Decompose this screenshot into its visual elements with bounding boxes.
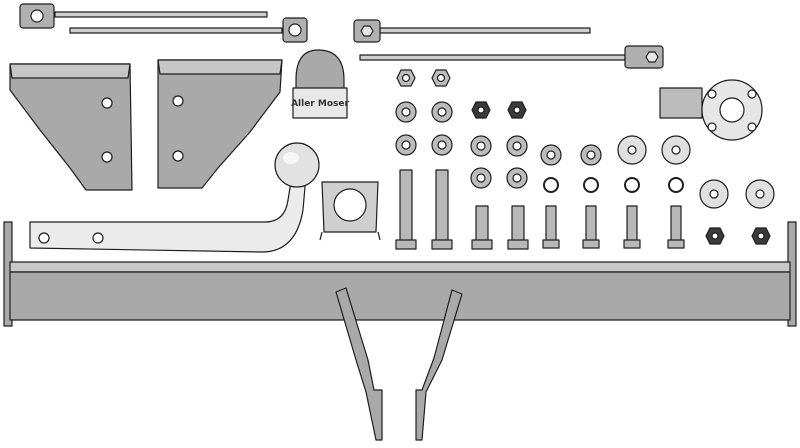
cross-beam [3, 221, 797, 327]
washer [395, 101, 775, 209]
tie-rod-1 [19, 3, 268, 29]
ball-cover: Aller Moser [291, 49, 349, 119]
hex-nut [471, 101, 491, 119]
u-clamp [319, 181, 381, 241]
tie-rod-2 [69, 17, 308, 43]
hex-nut [431, 69, 451, 87]
tie-rod-3 [353, 19, 591, 43]
ball-cover-label: Aller Moser [291, 99, 349, 109]
hex-nut [751, 227, 771, 245]
hex-nut [705, 227, 725, 245]
bolt [395, 169, 685, 250]
hex-nut [507, 101, 527, 119]
wiring-socket-plate [659, 79, 763, 141]
support-arm-right [415, 289, 463, 441]
tow-ball-neck [29, 142, 320, 253]
spring-washer [543, 177, 684, 193]
support-arm-left [335, 287, 383, 441]
side-bracket-right [157, 59, 283, 189]
hex-nut [396, 69, 416, 87]
tie-rod-4 [359, 45, 664, 69]
side-bracket-left [9, 63, 133, 191]
